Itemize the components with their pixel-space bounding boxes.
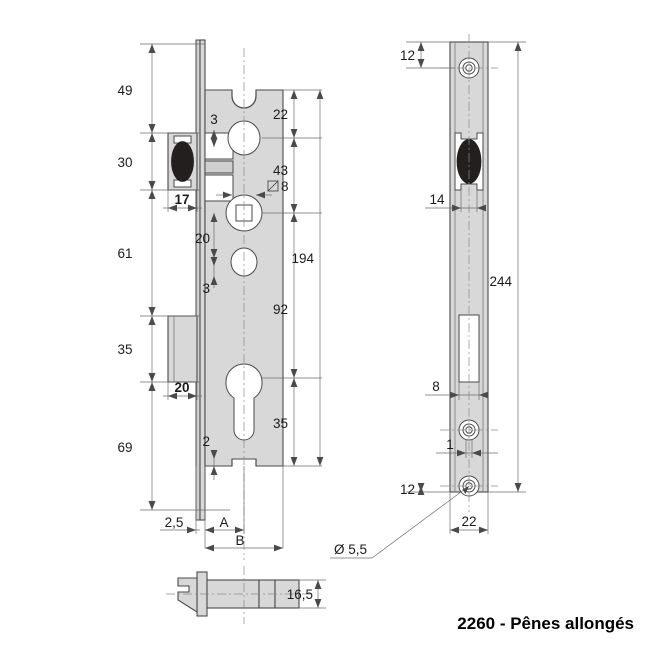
dim-1-arrows (457, 449, 481, 457)
dim-12-top-group: 12 (400, 41, 455, 69)
dim-label-square-8: 8 (281, 179, 289, 194)
dim-17-group: 17 (163, 190, 202, 212)
dim-12-bottom-arrows (417, 483, 425, 495)
square-section-icon-slash (267, 180, 279, 192)
overall-194-arrows (316, 90, 324, 466)
left-dimension-chain: 49 30 61 35 69 (117, 43, 230, 511)
inner-dimension-group: 3 20 3 (195, 112, 218, 480)
dim-label-35-right: 35 (273, 416, 288, 431)
dim-label-hole-diameter: Ø 5,5 (334, 542, 367, 557)
dim-label-20: 20 (195, 231, 210, 246)
dim-label-1: 1 (446, 437, 454, 452)
dim-20-arrows (210, 213, 218, 258)
dim-label-61: 61 (117, 246, 132, 261)
side-faceplate-edge (195, 39, 201, 521)
dim-label-30: 30 (117, 155, 132, 170)
section-view-group: 16,5 (166, 566, 326, 624)
dim-label-3-top: 3 (210, 112, 218, 127)
side-view-group: 49 30 61 35 69 17 (117, 39, 324, 560)
dim-3-top-arrows (210, 130, 218, 147)
callout-arrowhead (462, 486, 469, 494)
dim-label-22: 22 (273, 107, 288, 122)
dim-17-arrows (168, 204, 197, 212)
dim-label-3-bottom: 3 (202, 281, 210, 296)
dim-label-12-bottom: 12 (400, 482, 415, 497)
dim-label-49: 49 (117, 83, 132, 98)
right-dimension-chain: 22 43 92 35 194 (262, 89, 324, 467)
square-section-icon (267, 180, 279, 192)
dim-label-22: 22 (461, 514, 476, 529)
dim-label-35-left: 35 (117, 342, 132, 357)
dim-2-arrows (210, 450, 218, 475)
dim-20-lower-group: 20 (163, 380, 202, 400)
roller-bolt (171, 141, 194, 182)
dim-244-arrows (514, 42, 522, 492)
deadbolt-block (167, 315, 198, 383)
dim-label-17: 17 (174, 192, 189, 207)
dim-label-A: A (219, 515, 228, 530)
dim-1-group: 1 (436, 437, 498, 458)
bottom-dimension-group: 2,5 A B (160, 466, 284, 552)
dim-8-arrows (450, 391, 488, 399)
dim-label-16-5: 16,5 (287, 587, 313, 602)
dim-label-2: 2 (202, 434, 210, 449)
latch-tongue-lower (204, 174, 234, 202)
dim-16-5-arrows (314, 580, 322, 608)
hole-diameter-callout: Ø 5,5 (330, 485, 470, 559)
section-latch-nose (177, 577, 198, 613)
latch-guide (204, 160, 234, 174)
dim-12-top-arrows (417, 42, 425, 68)
dim-label-194: 194 (291, 251, 314, 266)
dim-label-244: 244 (489, 274, 512, 289)
dim-8-group: 8 (425, 379, 488, 400)
dim-20-lower-arrows (168, 392, 197, 400)
dim-label-B: B (235, 533, 244, 548)
dim-16-5-group: 16,5 (287, 579, 326, 609)
dim-label-2-5: 2,5 (165, 515, 184, 530)
dim-22-group: 22 (449, 492, 489, 534)
right-dim-arrows (290, 90, 298, 466)
dim-label-69: 69 (117, 440, 132, 455)
left-dim-arrows (148, 44, 156, 510)
callout-leader-line (371, 485, 470, 559)
dim-A-arrows (205, 526, 244, 534)
dim-22-arrows (450, 526, 488, 534)
dim-2-5-arrows (187, 526, 196, 534)
drawing-title: 2260 - Pênes allongés (457, 614, 634, 633)
section-bolt-body (206, 579, 260, 609)
dim-sq8-arrows (223, 191, 265, 199)
dim-label-8: 8 (432, 379, 440, 394)
dim-14-arrows (452, 204, 486, 212)
square-section-8-group: 8 (216, 179, 289, 199)
dim-label-14: 14 (429, 192, 445, 207)
dim-label-20-lower: 20 (174, 380, 189, 395)
overall-244-group: 244 (488, 41, 526, 493)
dim-14-group: 14 (425, 190, 486, 212)
dim-3-bottom-arrows (210, 257, 218, 285)
dim-label-12-top: 12 (400, 48, 415, 63)
dim-label-92: 92 (273, 302, 288, 317)
front-view-group: 12 14 (330, 34, 526, 559)
dim-12-bottom-group: 12 (400, 482, 450, 497)
dim-B-arrows (205, 544, 283, 552)
dim-label-43: 43 (273, 163, 288, 178)
